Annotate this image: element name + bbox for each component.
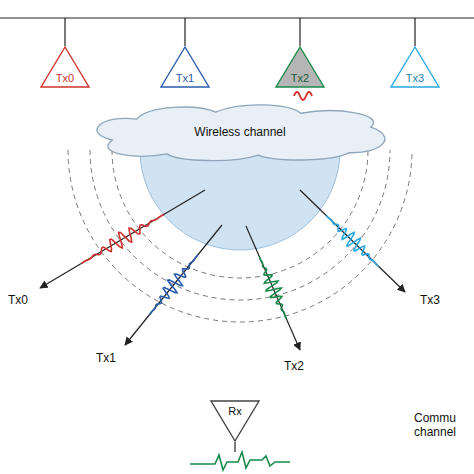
shape-outline	[276, 47, 324, 87]
antenna-stems	[65, 18, 415, 46]
ray-label: Tx2	[284, 360, 324, 374]
antenna-label: Tx3	[406, 72, 424, 84]
shape-outline	[41, 47, 89, 87]
ray-label: Tx0	[8, 294, 48, 308]
rx-signal	[190, 452, 290, 470]
wavefront-arcs	[68, 150, 412, 322]
antenna-label: Tx0	[56, 72, 74, 84]
tx-signal	[294, 92, 312, 100]
ray-label: Tx1	[96, 352, 136, 366]
channel-cloud: Wireless channel	[88, 104, 392, 162]
bus-line	[0, 17, 474, 18]
shape-outline	[211, 401, 259, 441]
tx-antenna: Tx1	[160, 46, 210, 88]
pulse-wave	[326, 216, 379, 267]
tx-antenna: Tx3	[390, 46, 440, 88]
propagation-rays	[40, 190, 405, 350]
shape-outline	[161, 47, 209, 87]
rx-stem	[234, 442, 235, 452]
tx-antenna: Tx2	[275, 46, 325, 88]
pulse-wave	[81, 215, 163, 264]
ray-arrow	[40, 190, 205, 288]
antenna-label: Tx2	[291, 72, 309, 84]
shape-outline	[97, 105, 385, 161]
pulse-wave	[149, 255, 197, 315]
antenna-label: Tx1	[176, 72, 194, 84]
ray-arrow	[300, 190, 405, 292]
tx-antenna: Tx0	[40, 46, 90, 88]
channel-label: Wireless channel	[194, 126, 285, 139]
rx-antenna: Rx	[210, 400, 260, 442]
pulse-wave	[260, 257, 287, 319]
antenna-label: Rx	[228, 405, 241, 417]
shape-outline	[391, 47, 439, 87]
ray-arrow	[246, 226, 300, 350]
ray-arrow	[125, 225, 222, 345]
channel-caption: Commu channel	[414, 412, 470, 440]
ray-label: Tx3	[420, 294, 460, 308]
